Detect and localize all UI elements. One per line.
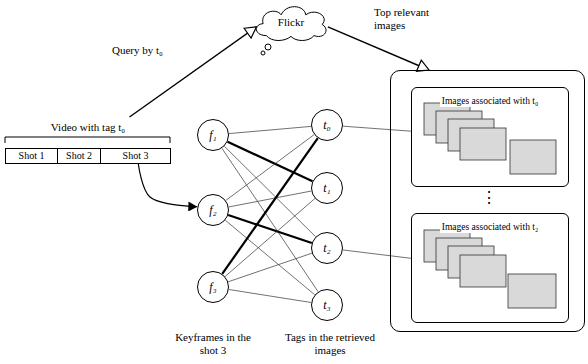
connector (222, 138, 318, 274)
connector (228, 215, 312, 243)
connector (229, 126, 311, 133)
axis-caption: Keyframes in the shot 3 (170, 331, 256, 357)
connector (343, 126, 411, 131)
node-text: t₃ (323, 298, 331, 313)
tag-node: t₁ (311, 172, 343, 204)
node-text: f₃ (209, 280, 217, 295)
connector (343, 250, 411, 258)
tag-node: t₀ (311, 109, 343, 141)
cloud-bubble (261, 51, 265, 55)
ellipsis: ⋮ (481, 189, 495, 207)
image-thumb (508, 274, 556, 308)
tag-node: t₃ (311, 289, 343, 321)
edge-label: Query by t₀ (110, 44, 165, 57)
image-callout: Images associated with t₀ (411, 87, 569, 187)
connector (229, 289, 311, 302)
connector (138, 164, 197, 207)
shot-segment: Shot 1 (5, 148, 58, 164)
connector (226, 135, 314, 201)
connector (130, 27, 257, 117)
node-text: f₂ (209, 203, 217, 218)
image-thumb (510, 140, 556, 174)
node-text: Shot 2 (66, 150, 92, 162)
flickr-cloud: Flickr (250, 2, 332, 42)
node-text: Shot 1 (19, 150, 45, 162)
edge-label: Top relevant images (372, 6, 446, 32)
keyframe-node: f₃ (197, 271, 229, 303)
node-text: f₁ (209, 128, 217, 143)
connector (225, 198, 315, 276)
node-text: t₁ (323, 181, 331, 196)
connector (222, 148, 318, 291)
video-bracket (5, 137, 170, 143)
image-callout: Images associated with t₂ (411, 213, 569, 323)
connector (225, 220, 314, 295)
connector (328, 27, 429, 70)
image-thumb (460, 128, 506, 160)
node-text: Flickr (278, 16, 304, 28)
node-text: Video with tag t₀ (51, 121, 125, 134)
image-stack (424, 103, 556, 174)
axis-caption: Tags in the retrieved images (278, 331, 382, 357)
node-text: Images associated with t₂ (440, 221, 540, 233)
image-stack (424, 230, 556, 308)
cloud-shape (256, 7, 326, 41)
tag-node: t₂ (311, 232, 343, 264)
node-text: Images associated with t₀ (440, 95, 540, 107)
video-bar: Video with tag t₀ Shot 1 Shot 2 Shot 3 (5, 117, 171, 164)
node-text: t₀ (323, 118, 331, 133)
shot-segment: Shot 3 (100, 148, 171, 164)
node-text: Shot 3 (123, 150, 149, 162)
node-text: t₂ (323, 241, 331, 256)
image-thumb (460, 255, 506, 287)
connector (228, 253, 312, 282)
keyframe-node: f₁ (197, 119, 229, 151)
keyframe-node: f₂ (197, 194, 229, 226)
cloud-bubble (265, 44, 271, 50)
shot-segment: Shot 2 (57, 148, 101, 164)
